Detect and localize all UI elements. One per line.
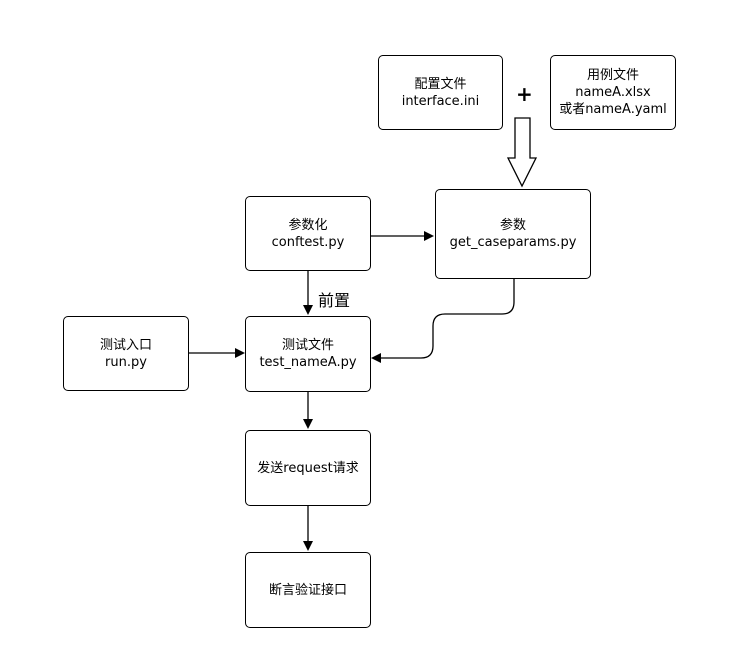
node-params: 参数 get_caseparams.py	[435, 189, 591, 279]
node-params-line2: get_caseparams.py	[449, 235, 577, 250]
node-config-line1: 配置文件	[414, 76, 467, 92]
node-config-line2: interface.ini	[401, 93, 480, 109]
node-entry-line2: run.py	[105, 354, 147, 370]
node-parametrize-line1: 参数化	[288, 217, 328, 233]
node-assert-line1: 断言验证接口	[268, 582, 347, 598]
edge-params-to-testfile	[371, 279, 515, 363]
node-testfile: 测试文件 test_nameA.py	[245, 316, 371, 392]
node-testfile-line1: 测试文件	[281, 338, 334, 353]
plus-sign: +	[516, 82, 533, 106]
node-send-line1: 发送request请求	[257, 460, 359, 476]
node-cases-line1: 用例文件	[586, 68, 639, 83]
node-testfile-line2: test_nameA.py	[259, 355, 357, 370]
node-config: 配置文件 interface.ini	[378, 55, 503, 130]
node-cases-line2: nameA.xlsx	[575, 85, 651, 100]
node-send: 发送request请求	[245, 430, 371, 506]
pre-label: 前置	[318, 291, 351, 310]
node-parametrize-line2: conftest.py	[271, 234, 345, 250]
node-assert: 断言验证接口	[245, 552, 371, 628]
node-params-line1: 参数	[499, 218, 526, 233]
node-entry: 测试入口 run.py	[63, 316, 189, 391]
node-cases: 用例文件 nameA.xlsx 或者nameA.yaml	[550, 55, 676, 130]
node-cases-line3: 或者nameA.yaml	[559, 102, 667, 117]
merge-hollow-arrow	[506, 117, 538, 188]
node-entry-line1: 测试入口	[99, 337, 152, 353]
node-parametrize: 参数化 conftest.py	[245, 196, 371, 271]
